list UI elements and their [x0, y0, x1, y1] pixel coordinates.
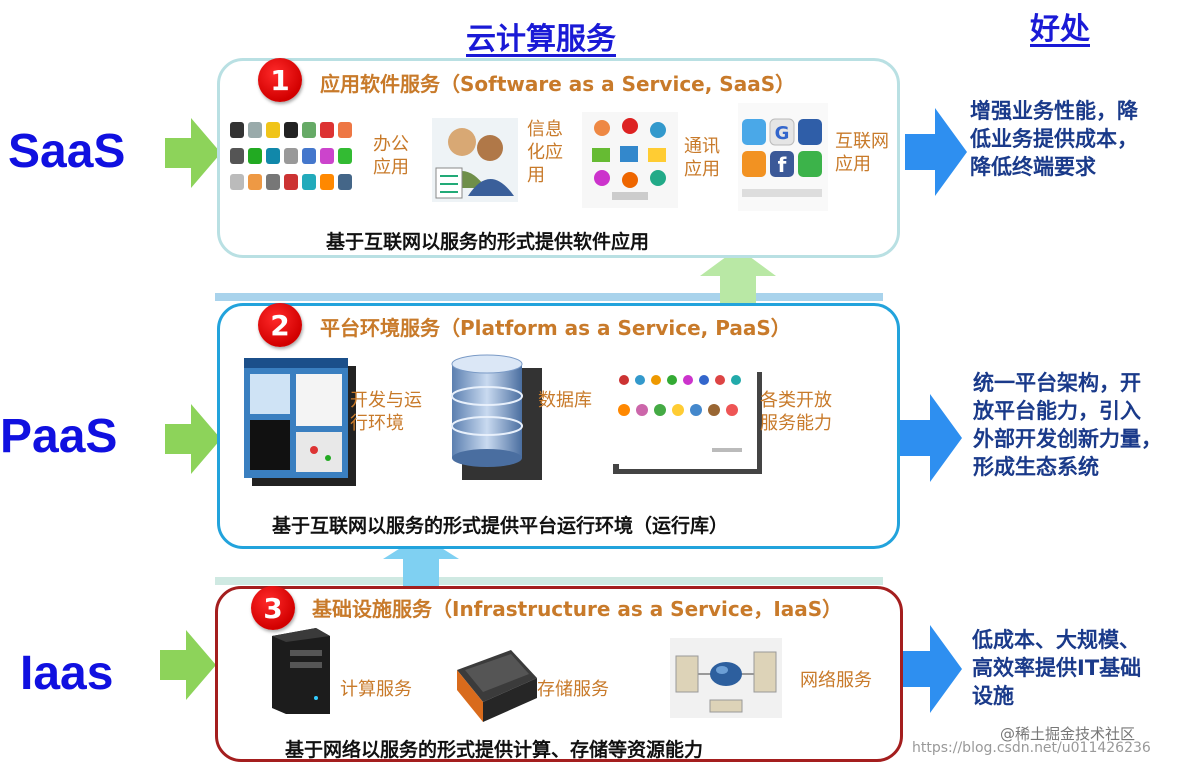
paas-panel	[217, 303, 900, 549]
storage-service-caption: 存储服务	[537, 679, 609, 700]
benefits-header: 好处	[1030, 12, 1090, 47]
compute-service-caption: 计算服务	[340, 679, 412, 700]
paas-green-arrow-icon	[165, 404, 221, 474]
watermark-main: @稀土掘金技术社区	[1000, 725, 1136, 743]
paas-blue-arrow-icon	[900, 394, 962, 482]
iaas-description: 基于网络以服务的形式提供计算、存储等资源能力	[285, 739, 704, 761]
office-apps-grid-icon	[230, 122, 352, 190]
database-caption: 数据库	[538, 390, 592, 411]
saas-blue-arrow-icon	[905, 108, 967, 196]
storage-drive-icon	[457, 650, 537, 722]
service-capability-caption: 各类开放 服务能力	[760, 390, 832, 434]
paas-number-badge: 2	[258, 303, 302, 347]
dev-environment-screenshot-icon	[244, 358, 356, 486]
info-apps-caption: 信息 化应 用	[527, 119, 563, 186]
svg-text:G: G	[775, 123, 790, 144]
saas-panel-title: 应用软件服务（Software as a Service, SaaS）	[320, 72, 796, 96]
internet-apps-caption: 互联网 应用	[835, 131, 889, 175]
iaas-benefit-text: 低成本、大规模、 高效率提供IT基础 设施	[972, 628, 1142, 708]
server-tower-icon	[272, 628, 330, 714]
communication-icons-icon	[582, 112, 678, 208]
saas-label: SaaS	[8, 125, 126, 178]
paas-to-saas-up-arrow-icon	[700, 248, 776, 306]
svg-text:f: f	[778, 153, 787, 177]
iaas-blue-arrow-icon	[900, 625, 962, 713]
cloud-services-header: 云计算服务	[466, 22, 616, 57]
network-servers-icon	[670, 638, 782, 718]
saas-paas-divider	[215, 293, 883, 301]
database-cylinder-icon	[451, 354, 542, 480]
paas-label: PaaS	[0, 410, 118, 463]
dev-environment-caption: 开发与运 行环境	[350, 390, 422, 434]
communication-apps-caption: 通讯 应用	[684, 136, 720, 180]
paas-panel-title: 平台环境服务（Platform as a Service, PaaS）	[320, 316, 791, 340]
office-apps-caption: 办公 应用	[373, 134, 409, 178]
paas-iaas-divider	[215, 577, 883, 585]
paas-description: 基于互联网以服务的形式提供平台运行环境（运行库）	[272, 515, 729, 537]
social-media-icons-icon: G f	[738, 103, 828, 211]
iaas-label: Iaas	[20, 647, 114, 700]
watermark-url: https://blog.csdn.net/u011426236	[912, 740, 1151, 756]
iaas-number-badge: 3	[251, 586, 295, 630]
saas-description: 基于互联网以服务的形式提供软件应用	[326, 231, 650, 253]
paas-benefit-text: 统一平台架构，开 放平台能力，引入 外部开发创新力量， 形成生态系统	[973, 371, 1162, 479]
iaas-panel-title: 基础设施服务（Infrastructure as a Service，IaaS）	[312, 597, 843, 621]
network-service-caption: 网络服务	[800, 670, 872, 691]
service-capability-icons-icon	[613, 372, 762, 474]
saas-green-arrow-icon	[165, 118, 221, 188]
saas-number-badge: 1	[258, 58, 302, 102]
people-avatars-icon	[432, 118, 518, 202]
saas-benefit-text: 增强业务性能，降 低业务提供成本， 降低终端要求	[970, 99, 1138, 179]
iaas-green-arrow-icon	[160, 630, 216, 700]
